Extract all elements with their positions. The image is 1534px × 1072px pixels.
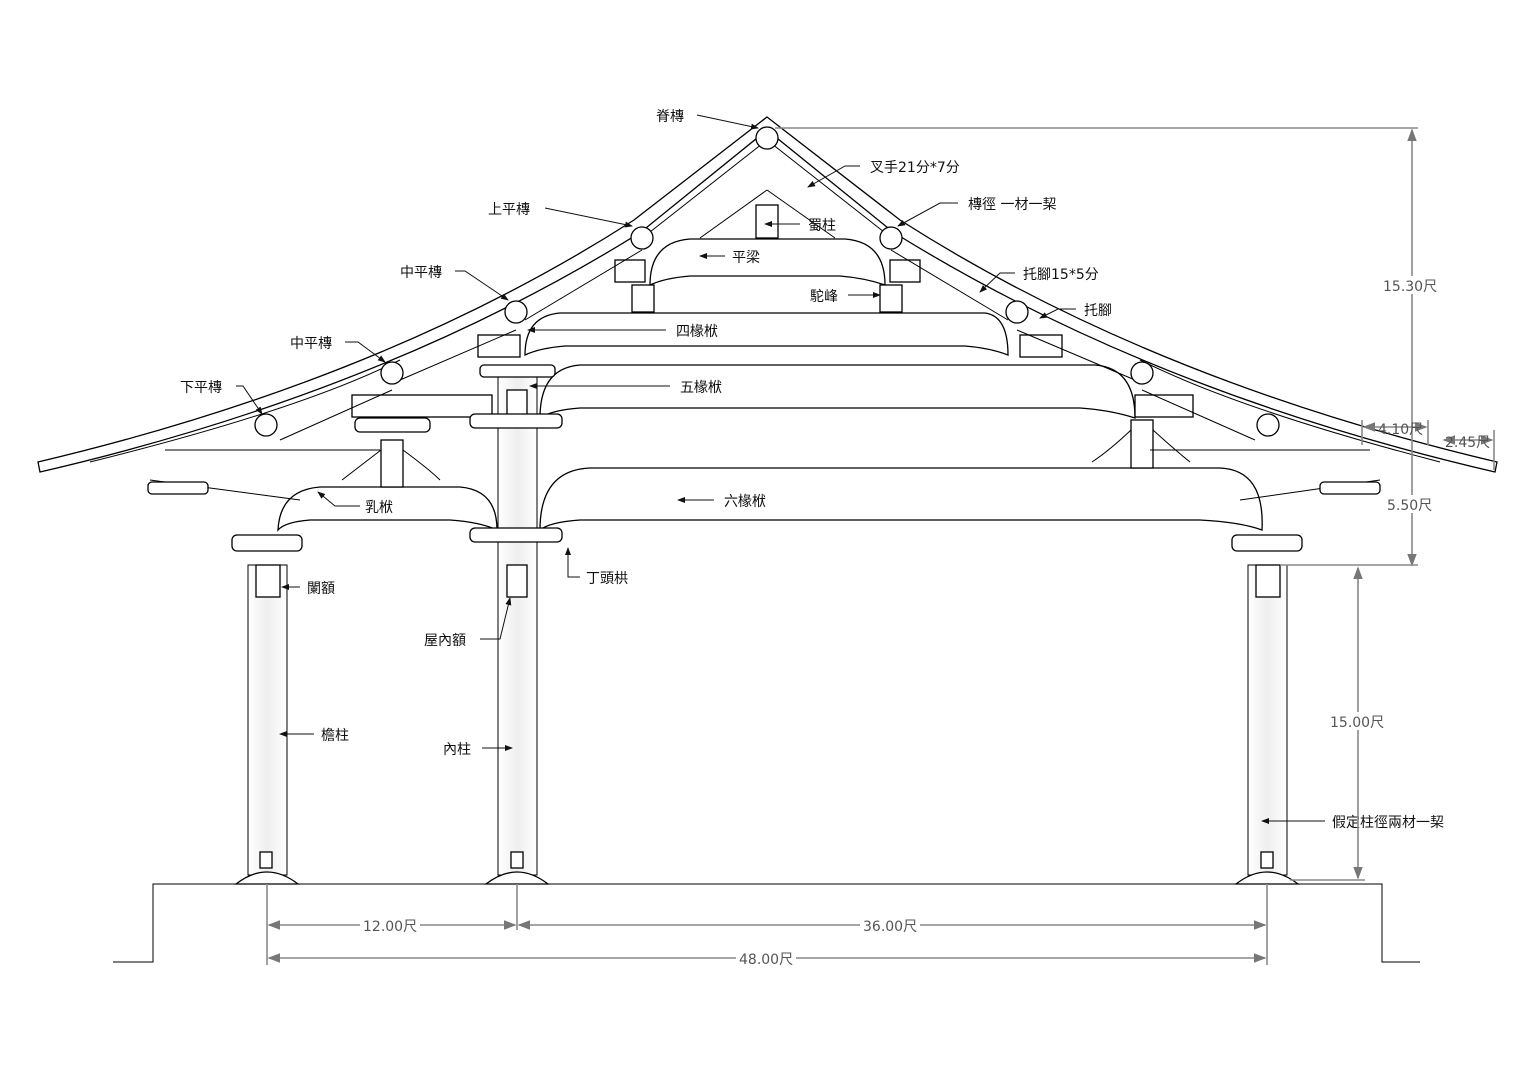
dim-span-right: 36.00尺 <box>863 919 917 935</box>
label-shu-zhu: 蜀柱 <box>808 218 836 234</box>
dimension-values: 15.30尺 4.10尺 2.45尺 5.50尺 15.00尺 12.00尺 3… <box>360 276 1490 968</box>
label-cha-shou: 叉手21分*7分 <box>870 160 960 176</box>
label-nei-zhu: 內柱 <box>443 742 471 758</box>
ping-liang-beam <box>614 238 921 287</box>
bracket-sets <box>147 364 1381 552</box>
roof-rafters <box>37 116 1498 501</box>
si-chuan-fu-beam <box>477 312 1063 358</box>
label-tuo-jiao: 托腳 <box>1084 303 1112 319</box>
dim-span-total: 48.00尺 <box>739 952 793 968</box>
dim-column-height: 15.00尺 <box>1330 715 1384 731</box>
eave-column-right <box>1234 564 1300 885</box>
dim-overhang-2: 2.45尺 <box>1445 435 1490 451</box>
eave-column-left <box>234 564 300 885</box>
dimension-lines <box>266 127 1495 965</box>
wu-chuan-fu-beam <box>351 364 1194 420</box>
purlins <box>254 126 1280 437</box>
dim-span-left: 12.00尺 <box>363 919 417 935</box>
label-middle-purlin-lower: 中平槫 <box>290 336 332 352</box>
label-lan-e: 闌額 <box>307 581 335 597</box>
liu-chuan-fu-beam <box>539 467 1263 532</box>
label-yan-zhu: 檐柱 <box>321 728 349 744</box>
label-wu-chuan-fu: 五椽栿 <box>680 380 722 396</box>
label-liu-chuan-fu: 六椽栿 <box>724 494 766 510</box>
label-upper-purlin: 上平槫 <box>488 202 530 218</box>
label-column-note: 假定柱徑兩材一栔 <box>1332 815 1444 831</box>
label-tuo-feng: 駝峰 <box>810 289 838 305</box>
label-ridge-purlin: 脊槫 <box>656 109 684 125</box>
label-ding-tou-gong: 丁頭栱 <box>586 571 628 587</box>
platform-base <box>113 883 1420 963</box>
dim-total-height: 15.30尺 <box>1383 279 1437 295</box>
label-ru-fu: 乳栿 <box>365 500 393 516</box>
annotation-labels: 脊槫 叉手21分*7分 槫徑 一材一栔 上平槫 蜀柱 平梁 托腳15*5分 托腳… <box>180 109 1444 831</box>
label-ping-liang: 平梁 <box>732 250 760 266</box>
label-tuo-jiao-size: 托腳15*5分 <box>1023 267 1099 283</box>
label-middle-purlin-upper: 中平槫 <box>400 265 442 281</box>
label-wu-nei-e: 屋內額 <box>424 633 466 649</box>
label-si-chuan-fu: 四椽栿 <box>676 324 718 340</box>
dim-eave-height: 5.50尺 <box>1387 498 1432 514</box>
label-lower-purlin: 下平槫 <box>180 380 222 396</box>
label-purlin-diameter: 槫徑 一材一栔 <box>968 197 1056 213</box>
dim-overhang-1: 4.10尺 <box>1378 422 1423 438</box>
inner-column <box>484 374 550 885</box>
